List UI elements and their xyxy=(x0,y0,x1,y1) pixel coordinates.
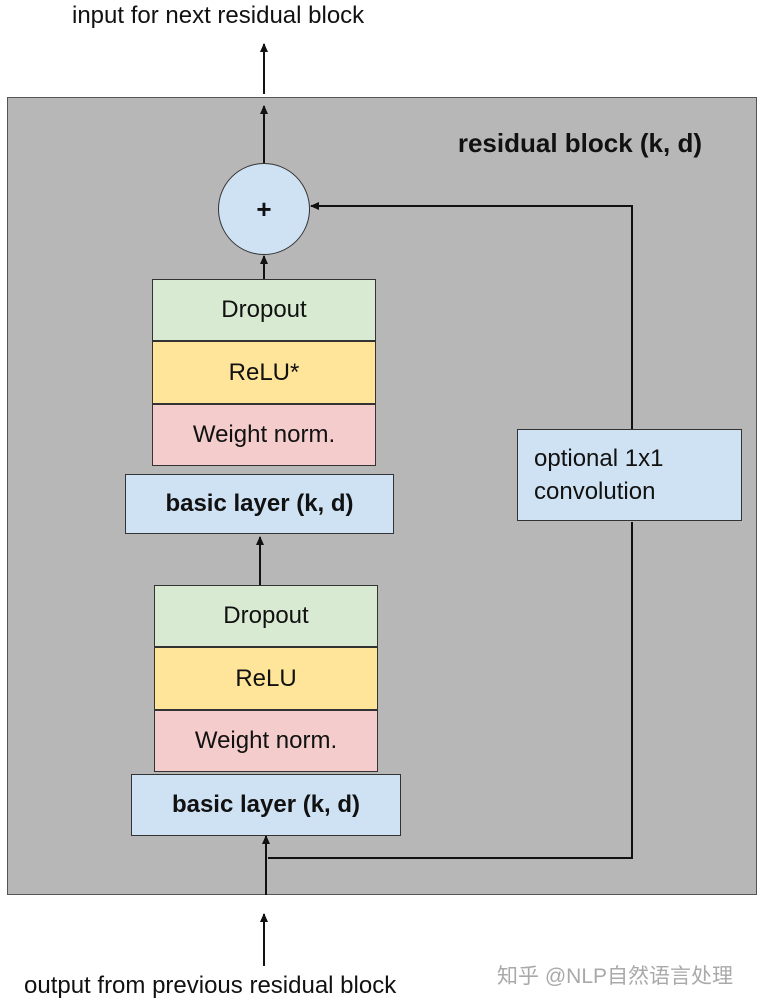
skip-connection-to-sum xyxy=(310,202,633,429)
sum-node: + xyxy=(218,163,310,255)
residual-block-title: residual block (k, d) xyxy=(457,128,702,158)
lower-relu-layer: ReLU xyxy=(154,647,378,710)
input-caption: output from previous residual block xyxy=(24,972,397,999)
upper-basic-layer: basic layer (k, d) xyxy=(125,474,394,534)
lower-basic-layer: basic layer (k, d) xyxy=(131,774,401,836)
optional-1x1-convolution: optional 1x1 convolution xyxy=(517,429,742,521)
lower-dropout-layer: Dropout xyxy=(154,585,378,647)
watermark: 知乎 @NLP自然语言处理 xyxy=(497,965,734,988)
lower-weight-norm-layer: Weight norm. xyxy=(154,710,378,772)
upper-weight-norm-layer: Weight norm. xyxy=(152,404,376,466)
upper-dropout-layer: Dropout xyxy=(152,279,376,341)
upper-relu-layer: ReLU* xyxy=(152,341,376,404)
output-caption: input for next residual block xyxy=(72,2,365,29)
skip-connection-line xyxy=(268,522,633,859)
